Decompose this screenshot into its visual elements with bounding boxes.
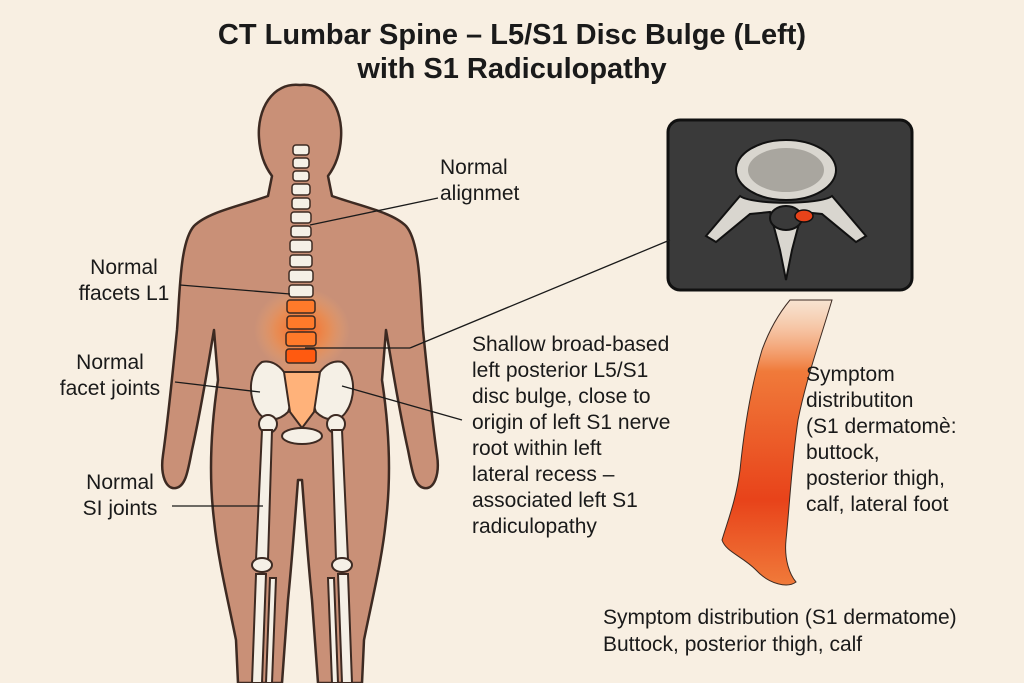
label-facets-l1: Normal ffacets L1 bbox=[78, 256, 170, 305]
label-alignment: Normal alignmet bbox=[440, 156, 520, 205]
label-facet-joints: Normal facet joints bbox=[59, 351, 161, 400]
ct-axial-panel bbox=[666, 118, 914, 292]
lumbar-pain-glow bbox=[254, 288, 350, 372]
leader-lines bbox=[172, 197, 671, 507]
label-symptom-leg: Symptom distributiton (S1 dermatomè: but… bbox=[806, 363, 957, 516]
lumbar-vertebrae bbox=[285, 299, 317, 364]
title-line-1: CT Lumbar Spine – L5/S1 Disc Bulge (Left… bbox=[217, 19, 807, 51]
label-symptom-summary: Symptom distribution (S1 dermatome) Butt… bbox=[603, 606, 957, 656]
leg-bones bbox=[250, 429, 354, 683]
cervical-thoracic-vertebrae bbox=[288, 144, 314, 298]
pelvis bbox=[250, 360, 354, 445]
affected-leg-dermatome bbox=[721, 299, 833, 586]
disc-bulge-highlight bbox=[794, 209, 814, 223]
spine bbox=[285, 144, 317, 364]
label-si-joints: Normal SI joints bbox=[82, 471, 158, 520]
vertebra-axial-section bbox=[704, 139, 868, 281]
title-line-2: with S1 Radiculopathy bbox=[357, 53, 667, 85]
label-disc-bulge: Shallow broad-based left posterior L5/S1… bbox=[472, 333, 671, 538]
